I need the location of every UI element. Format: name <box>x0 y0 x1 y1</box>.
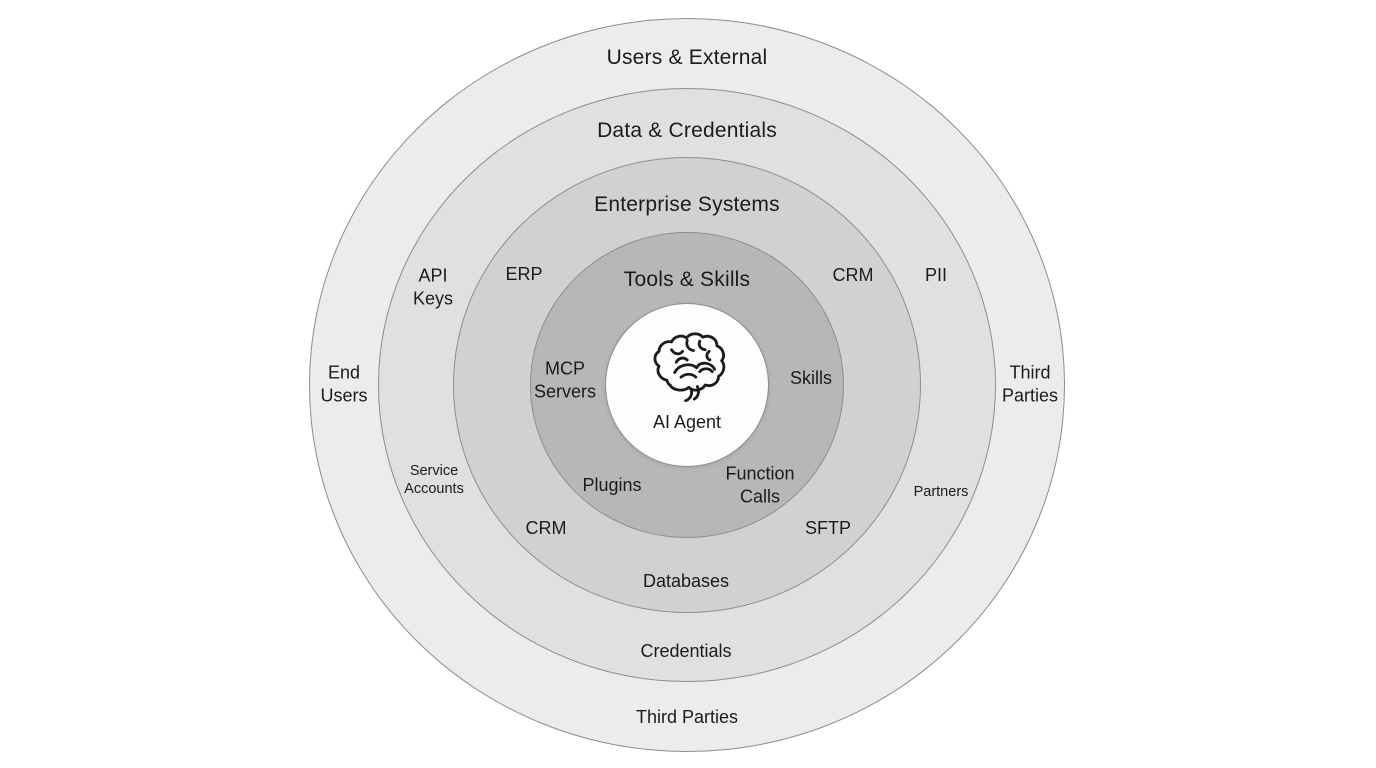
label-skills: Skills <box>789 367 833 388</box>
label-erp: ERP <box>505 263 543 284</box>
ring-title-data-credentials: Data & Credentials <box>597 118 777 142</box>
label-end-users: End Users <box>320 362 368 406</box>
core-circle <box>605 303 769 467</box>
label-mcp-servers: MCP Servers <box>533 358 597 402</box>
label-sftp: SFTP <box>804 517 852 538</box>
label-third-parties-right: Third Parties <box>1001 362 1059 406</box>
brain-icon <box>649 331 727 403</box>
core-label: AI Agent <box>652 411 722 432</box>
label-databases: Databases <box>642 570 730 591</box>
label-function-calls: Function Calls <box>725 463 795 507</box>
label-third-parties-bottom: Third Parties <box>635 706 739 727</box>
label-crm-top: CRM <box>832 264 874 285</box>
label-plugins: Plugins <box>582 474 642 495</box>
ring-title-enterprise-systems: Enterprise Systems <box>594 192 780 216</box>
ring-title-tools-skills: Tools & Skills <box>623 267 751 291</box>
label-credentials: Credentials <box>640 640 732 661</box>
label-service-accounts: Service Accounts <box>404 462 464 497</box>
label-api-keys: API Keys <box>412 265 454 309</box>
label-partners: Partners <box>913 483 969 500</box>
ring-title-users-external: Users & External <box>606 45 768 69</box>
label-pii: PII <box>924 264 948 285</box>
label-crm-bottom: CRM <box>525 517 567 538</box>
